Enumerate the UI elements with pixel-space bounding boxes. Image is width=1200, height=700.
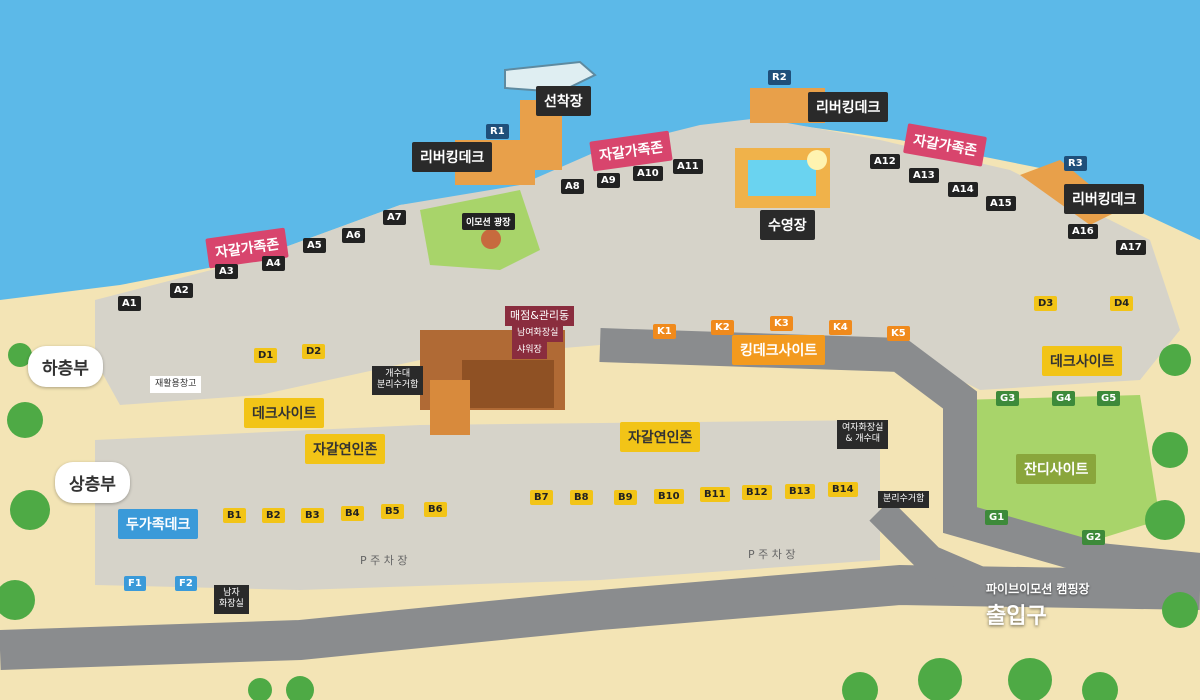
- site-g4[interactable]: G4: [1052, 391, 1076, 406]
- site-a14[interactable]: A14: [948, 182, 978, 197]
- sink-right-label: 분리수거함: [878, 491, 930, 509]
- zone-king-deck: 킹데크사이트: [732, 335, 826, 365]
- site-b6[interactable]: B6: [424, 502, 447, 517]
- site-b2[interactable]: B2: [262, 508, 285, 523]
- site-f1[interactable]: F1: [124, 576, 146, 591]
- site-b1[interactable]: B1: [223, 508, 246, 523]
- storage-label: 재활용창고: [150, 376, 202, 394]
- site-a7[interactable]: A7: [383, 210, 406, 225]
- site-k2[interactable]: K2: [711, 320, 734, 335]
- site-a12[interactable]: A12: [870, 154, 900, 169]
- site-b12[interactable]: B12: [742, 485, 772, 500]
- parking-right: P 주 차 장: [748, 548, 796, 561]
- site-a16[interactable]: A16: [1068, 224, 1098, 239]
- store-title: 매점&관리동: [505, 306, 575, 326]
- site-b13[interactable]: B13: [785, 484, 815, 499]
- site-b7[interactable]: B7: [530, 490, 553, 505]
- site-b4[interactable]: B4: [341, 506, 364, 521]
- site-g2[interactable]: G2: [1082, 530, 1106, 545]
- site-k5[interactable]: K5: [887, 326, 910, 341]
- site-a3[interactable]: A3: [215, 264, 238, 279]
- riverdeck-badge-r1: R1: [486, 124, 509, 139]
- entrance-label: 출입구: [986, 604, 1047, 629]
- site-k1[interactable]: K1: [653, 324, 676, 339]
- riverdeck-badge-r2: R2: [768, 70, 791, 85]
- site-a9[interactable]: A9: [597, 173, 620, 188]
- site-a6[interactable]: A6: [342, 228, 365, 243]
- riverdeck-label-r2: 리버킹데크: [808, 92, 889, 122]
- site-b8[interactable]: B8: [570, 490, 593, 505]
- site-a4[interactable]: A4: [262, 256, 285, 271]
- site-b14[interactable]: B14: [828, 482, 858, 497]
- site-b10[interactable]: B10: [654, 489, 684, 504]
- level-upper-tag: 상층부: [55, 462, 130, 503]
- site-k3[interactable]: K3: [770, 316, 793, 331]
- zone-lawn: 잔디사이트: [1016, 454, 1097, 484]
- riverdeck-label-r3: 리버킹데크: [1064, 184, 1145, 214]
- level-lower-tag: 하층부: [28, 346, 103, 387]
- site-a11[interactable]: A11: [673, 159, 703, 174]
- site-g1[interactable]: G1: [985, 510, 1009, 525]
- riverdeck-label-r1: 리버킹데크: [412, 142, 493, 172]
- restroom-women-label: 여자화장실 & 개수대: [837, 420, 889, 449]
- site-d4[interactable]: D4: [1110, 296, 1134, 311]
- parking-left: P 주 차 장: [360, 554, 408, 567]
- site-a17[interactable]: A17: [1116, 240, 1146, 255]
- site-k4[interactable]: K4: [829, 320, 852, 335]
- site-a15[interactable]: A15: [986, 196, 1016, 211]
- zone-couple-left: 자갈연인존: [305, 434, 386, 464]
- plaza-label: 이모션 광장: [462, 213, 515, 230]
- site-a13[interactable]: A13: [909, 168, 939, 183]
- site-g3[interactable]: G3: [996, 391, 1020, 406]
- site-d1[interactable]: D1: [254, 348, 278, 363]
- site-a10[interactable]: A10: [633, 166, 663, 181]
- restroom-men-label: 남자 화장실: [214, 585, 249, 614]
- store-restroom: 남여화장실: [512, 325, 564, 343]
- site-b9[interactable]: B9: [614, 490, 637, 505]
- pool-label: 수영장: [760, 210, 815, 240]
- site-a8[interactable]: A8: [561, 179, 584, 194]
- entrance-name: 파이브이모션 캠핑장: [986, 582, 1090, 596]
- site-a5[interactable]: A5: [303, 238, 326, 253]
- site-b5[interactable]: B5: [381, 504, 404, 519]
- zone-deck-site-left: 데크사이트: [244, 398, 325, 428]
- sink-left-label: 개수대 분리수거함: [372, 366, 424, 395]
- zone-deck-site-right: 데크사이트: [1042, 346, 1123, 376]
- site-d2[interactable]: D2: [302, 344, 326, 359]
- site-g5[interactable]: G5: [1097, 391, 1121, 406]
- riverdeck-badge-r3: R3: [1064, 156, 1087, 171]
- site-b3[interactable]: B3: [301, 508, 324, 523]
- site-a2[interactable]: A2: [170, 283, 193, 298]
- site-b11[interactable]: B11: [700, 487, 730, 502]
- site-f2[interactable]: F2: [175, 576, 197, 591]
- site-d3[interactable]: D3: [1034, 296, 1058, 311]
- zone-couple-right: 자갈연인존: [620, 422, 701, 452]
- zone-double-family-deck: 두가족데크: [118, 509, 199, 539]
- store-shower: 샤워장: [512, 342, 547, 360]
- dock-label: 선착장: [536, 86, 591, 116]
- site-a1[interactable]: A1: [118, 296, 141, 311]
